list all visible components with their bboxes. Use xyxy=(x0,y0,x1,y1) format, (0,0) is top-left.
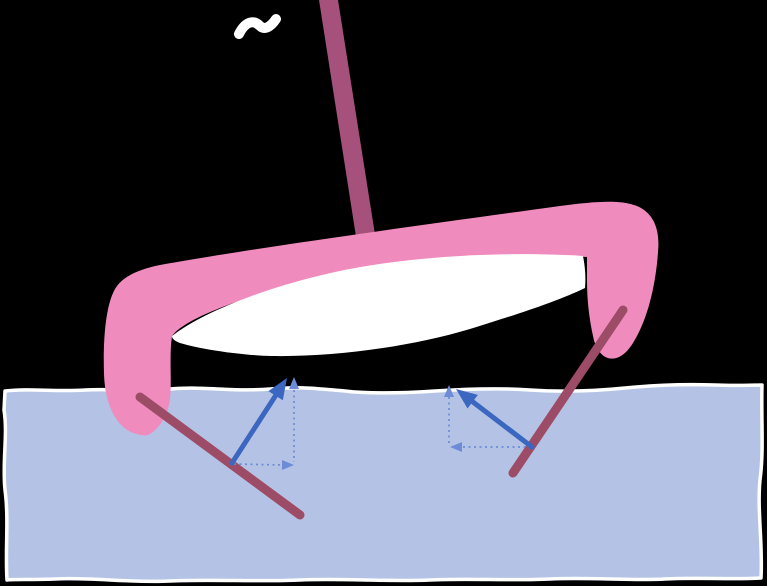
right-force-arrowhead-icon xyxy=(456,389,478,409)
left-horizontal-component-arrowhead-icon xyxy=(282,460,294,470)
left-force-group xyxy=(229,377,299,470)
left-foil xyxy=(135,392,305,520)
left-force-arrow-line xyxy=(229,392,279,466)
left-vertical-component-arrowhead-icon xyxy=(289,377,299,389)
right-force-group xyxy=(444,385,535,452)
hull-outline xyxy=(103,201,659,436)
left-force-arrowhead-icon xyxy=(268,378,287,401)
hull-side xyxy=(172,254,586,357)
right-vertical-component-arrowhead-icon xyxy=(444,385,454,397)
right-force-arrow-line xyxy=(470,399,535,450)
right-horizontal-component-arrowhead-icon xyxy=(450,442,462,452)
wind-gust-icon xyxy=(234,14,281,39)
mast xyxy=(319,0,376,243)
